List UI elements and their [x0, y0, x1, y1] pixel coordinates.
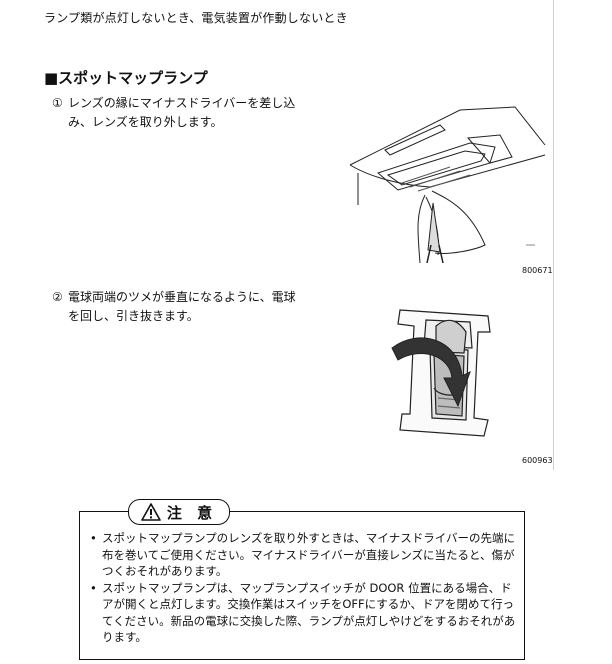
margin-rule: [553, 0, 554, 470]
step-2-number: ②: [52, 290, 63, 304]
caution-list: • スポットマップランプのレンズを取り外すときは、マイナスドライバーの先端に布を…: [90, 530, 518, 646]
step-1-line-2: み、レンズを取り外します。: [68, 115, 223, 129]
bullet-dot-icon: •: [90, 580, 97, 595]
lens-removal-illustration: [349, 106, 546, 264]
figure-code-1: 800671: [522, 266, 553, 275]
caution-item-2-text: スポットマップランプは、マップランプスイッチが DOOR 位置にある場合、ドアが…: [102, 580, 516, 645]
page-header-title: ランプ類が点灯しないとき、電気装置が作動しないとき: [44, 11, 348, 25]
step-2-line-1: 電球両端のツメが垂直になるように、電球: [68, 290, 296, 304]
step-2-line-2: を回し、引き抜きます。: [68, 309, 199, 323]
figure-code-2: 600963: [522, 456, 553, 465]
step-1-number: ①: [52, 96, 63, 110]
caution-item-1-text: スポットマップランプのレンズを取り外すときは、マイナスドライバーの先端に布を巻い…: [102, 531, 515, 578]
caution-label-text: 注 意: [166, 503, 218, 522]
section-title: ■スポットマップランプ: [44, 69, 208, 87]
caution-item-2: • スポットマップランプは、マップランプスイッチが DOOR 位置にある場合、ド…: [90, 580, 518, 646]
step-2: ② 電球両端のツメが垂直になるように、電球 を回し、引き抜きます。: [52, 288, 322, 326]
step-1: ① レンズの縁にマイナスドライバーを差し込 み、レンズを取り外します。: [52, 94, 322, 132]
caution-label: 注 意: [128, 499, 230, 525]
warning-triangle-icon: [141, 503, 161, 521]
bulb-replacement-illustration: [391, 309, 491, 437]
caution-item-1: • スポットマップランプのレンズを取り外すときは、マイナスドライバーの先端に布を…: [90, 530, 518, 580]
bullet-dot-icon: •: [90, 531, 97, 545]
step-1-line-1: レンズの縁にマイナスドライバーを差し込: [68, 96, 296, 110]
caution-box: [79, 511, 525, 660]
